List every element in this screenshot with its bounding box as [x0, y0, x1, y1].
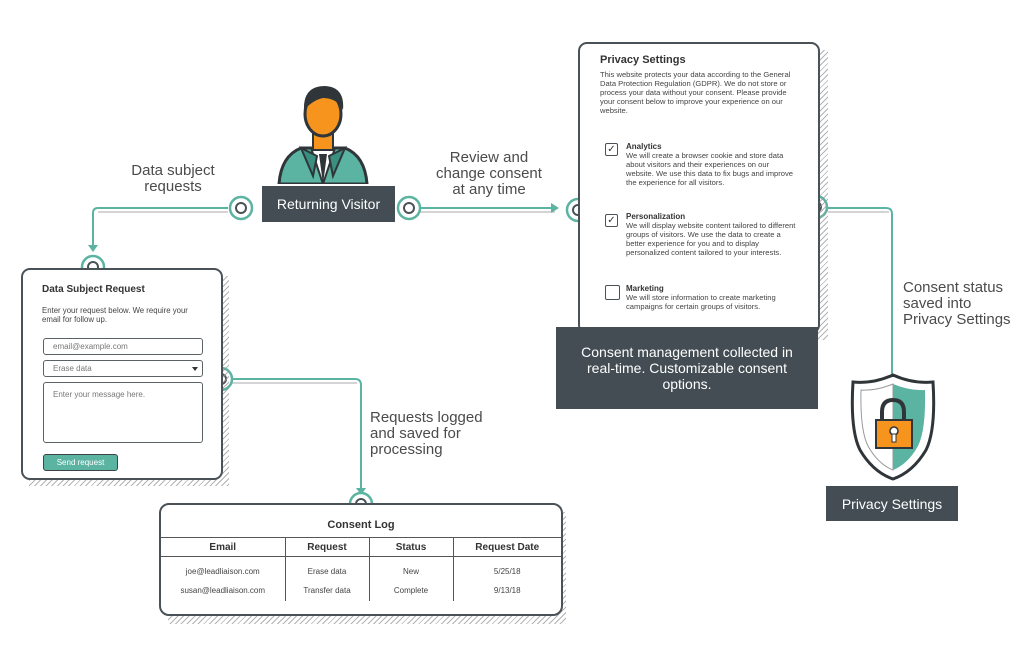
request-type-value: Erase data	[53, 364, 92, 373]
cell-status: Complete	[368, 582, 453, 601]
personalization-checkbox[interactable]: ✓	[605, 214, 618, 227]
table-row[interactable]: joe@leadliaison.com Erase data New 5/25/…	[161, 556, 561, 582]
col-email: Email	[161, 537, 285, 557]
form-intro: Enter your request below. We require you…	[42, 306, 188, 324]
privacy-settings-panel: Privacy Settings This website protects y…	[578, 42, 820, 334]
table-row[interactable]: susan@leadliaison.com Transfer data Comp…	[161, 582, 561, 601]
personalization-title: Personalization	[626, 212, 686, 221]
analytics-text: We will create a browser cookie and stor…	[626, 151, 794, 187]
cell-email: joe@leadliaison.com	[185, 567, 260, 576]
marketing-text: We will store information to create mark…	[626, 293, 776, 311]
person-icon	[277, 86, 369, 184]
privacy-panel-intro: This website protects your data accordin…	[600, 70, 791, 115]
email-field[interactable]: email@example.com	[43, 338, 203, 355]
consent-log-grid: Email Request Status Request Date joe@le…	[161, 537, 561, 601]
cell-request: Transfer data	[284, 582, 369, 601]
cell-date: 9/13/18	[452, 582, 561, 601]
col-request: Request	[284, 537, 369, 557]
consent-management-box: Consent management collected in real-tim…	[556, 327, 818, 409]
analytics-option: Analytics We will create a browser cooki…	[626, 142, 796, 187]
send-request-button[interactable]: Send request	[43, 454, 118, 471]
col-request-date: Request Date	[452, 537, 561, 557]
marketing-option: Marketing We will store information to c…	[626, 284, 796, 311]
cell-request: Erase data	[284, 556, 369, 582]
connector-visitor-to-form	[92, 207, 228, 245]
analytics-title: Analytics	[626, 142, 662, 151]
consent-log-title: Consent Log	[327, 519, 395, 531]
marketing-checkbox[interactable]	[605, 285, 620, 300]
label-requests-logged: Requests logged and saved for processing	[370, 409, 483, 458]
label-consent-status-saved: Consent status saved into Privacy Settin…	[903, 279, 1011, 328]
returning-visitor-label: Returning Visitor	[262, 186, 395, 222]
label-data-subject-requests: Data subject requests	[131, 162, 215, 195]
personalization-option: Personalization We will display website …	[626, 212, 796, 257]
connector-privacy-to-shield	[828, 207, 893, 392]
cell-status: New	[368, 556, 453, 582]
connector-form-to-log	[226, 378, 362, 490]
dropdown-caret-icon	[192, 367, 198, 371]
cell-date: 5/25/18	[452, 556, 561, 582]
marketing-title: Marketing	[626, 284, 664, 293]
label-review-change-consent: Review and change consent at any time	[436, 149, 542, 198]
col-status: Status	[368, 537, 453, 557]
cell-email: susan@leadliaison.com	[180, 586, 266, 595]
request-type-select[interactable]: Erase data	[43, 360, 203, 377]
privacy-panel-title: Privacy Settings	[600, 54, 686, 66]
personalization-text: We will display website content tailored…	[626, 221, 796, 257]
form-title: Data Subject Request	[42, 284, 145, 295]
message-field[interactable]: Enter your message here.	[43, 382, 203, 443]
data-subject-request-form: Data Subject Request Enter your request …	[21, 268, 223, 480]
analytics-checkbox[interactable]: ✓	[605, 143, 618, 156]
shield-lock-icon	[850, 373, 936, 481]
privacy-settings-badge: Privacy Settings	[826, 486, 958, 521]
consent-log-table: Consent Log Email Request Status Request…	[159, 503, 563, 616]
